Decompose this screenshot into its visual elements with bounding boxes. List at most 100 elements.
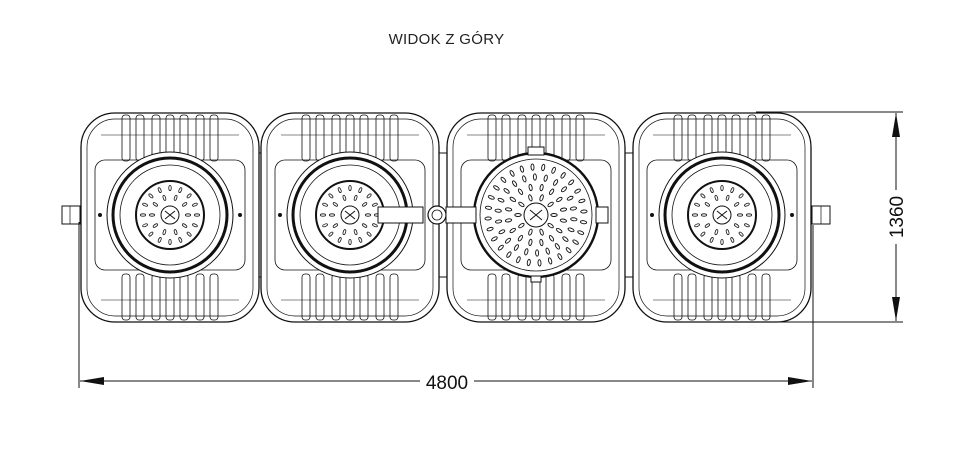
cover-perforation [358,187,363,193]
cover-perforation [528,183,533,192]
cover-perforation [366,193,372,199]
cover-perforation [148,231,154,237]
cover-perforation [560,186,568,193]
tank-rib [687,273,697,321]
cover-perforation [567,227,575,233]
cover-perforation [559,218,568,223]
bolt [650,213,654,217]
cover-perforation [494,208,502,213]
tank-rib [301,273,311,321]
tank-rib [761,273,771,321]
cover-perforation [694,202,700,207]
tank-rib [575,114,585,162]
tank-rib [747,273,757,321]
cover-perforation [509,170,515,177]
cover-perforation [733,223,740,228]
cover-perforation [328,193,334,199]
cover-perforation [545,247,550,255]
cover-perforation [192,223,198,228]
cover-perforation [528,194,533,202]
cover-perforation [570,217,578,222]
tank-rib [375,273,385,321]
cover-perforation [498,229,506,235]
cover-perforation [553,179,559,186]
cover-perforation [178,237,183,243]
cover-hinge [530,275,542,283]
cover-perforation [514,213,522,217]
cover-perforation [578,198,586,204]
cover-perforation [162,229,167,236]
cover-perforation [560,172,566,179]
cover-perforation [173,229,178,236]
cover-perforation [579,220,588,225]
cover-perforation [329,213,336,217]
cover-perforation [744,223,750,228]
cover-perforation [178,187,183,193]
cover-perforation [504,237,512,244]
tank-rib [195,273,205,321]
cover-perforation [541,163,546,172]
cover-logo-mark [164,210,176,220]
cover-perforation [366,231,372,237]
cover-perforation [337,237,342,243]
cover-perforation [372,223,378,228]
cover-perforation [181,202,188,207]
height-label-bg [884,190,908,244]
cover-perforation [361,223,368,228]
cover-perforation [518,222,525,229]
width-arrow-left [80,377,104,385]
cover-perforation [556,196,563,203]
cover-perforation [493,185,500,191]
cover-hinge [527,146,545,156]
cover-perforation [700,193,706,199]
cover-perforation [543,174,548,182]
tank-rib [761,114,771,162]
cover-perforation [566,195,574,201]
tank-rib [209,273,219,321]
height-dimension-label: 1360 [887,196,908,238]
cover-perforation [372,202,378,207]
cover-perforation [491,236,498,242]
cover-perforation [547,201,554,208]
cover-perforation [691,213,698,217]
cover-perforation [157,187,162,193]
cover-perforation [322,202,328,207]
cover-perforation [548,188,555,196]
cover-perforation [554,243,561,250]
cover-perforation [704,223,711,228]
cover-perforation [513,244,519,251]
cover-perforation [530,163,535,171]
tank-rib [561,273,571,321]
cover-perforation [738,231,744,237]
cover-perforation [569,206,578,211]
cover-perforation [518,201,525,208]
cover-perforation [184,213,191,217]
height-arrow-bottom [892,297,900,321]
cover-perforation [539,183,544,192]
cover-perforation [152,223,159,228]
cover-perforation [486,226,494,232]
cover-perforation [557,253,563,260]
cover-perforation [714,194,719,201]
cover-perforation [353,229,358,236]
bolt [790,213,794,217]
cover-perforation [353,194,358,201]
cover-perforation [484,216,492,221]
cover-perforation [364,213,371,217]
cover-perforation [332,202,339,207]
cover-perforation [342,229,347,236]
cover-perforation [504,218,513,223]
cover-perforation [140,213,147,217]
transfer-coupling-inner [431,209,443,221]
cover-perforation [519,165,525,173]
cover-perforation [524,248,529,256]
cover-perforation [730,237,735,243]
cover-perforation [348,185,352,192]
height-arrow-top [892,113,900,137]
cover-perforation [526,258,531,267]
cover-perforation [714,229,719,236]
cover-perforation [700,231,706,237]
cover-perforation [528,228,533,236]
cover-perforation [551,166,556,174]
cover-perforation [535,249,540,257]
